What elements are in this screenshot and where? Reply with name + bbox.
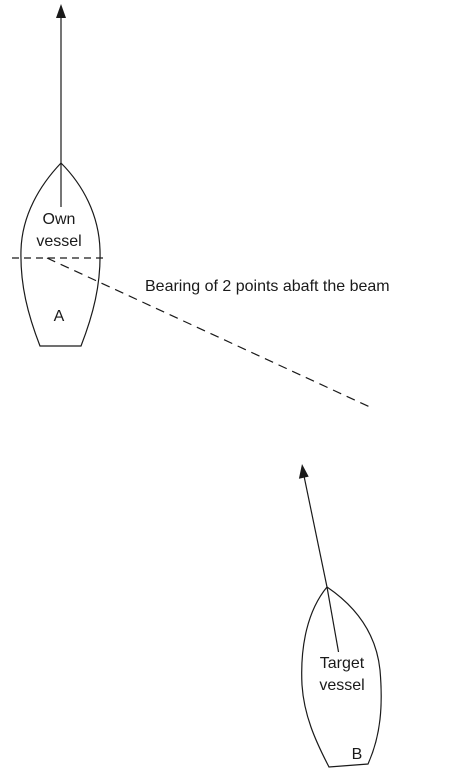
- own-vessel-marker: A: [54, 308, 65, 325]
- target-vessel-marker: B: [352, 746, 363, 763]
- target-vessel-label-line1: Target: [320, 655, 365, 672]
- own-label-bg: [34, 207, 88, 252]
- target-vessel-heading-line: [303, 475, 328, 588]
- arrow-up-icon: [56, 4, 66, 18]
- arrow-up-icon: [298, 464, 309, 479]
- target-vessel-hull: [301, 586, 382, 768]
- target-vessel-label-line2: vessel: [319, 677, 364, 694]
- own-vessel-hull: [20, 162, 101, 347]
- own-vessel-label-line1: Own: [43, 211, 76, 228]
- bearing-label: Bearing of 2 points abaft the beam: [145, 278, 390, 295]
- target-label-bg: [312, 652, 372, 698]
- own-vessel: Own vessel A: [12, 4, 104, 347]
- own-vessel-label-line2: vessel: [36, 233, 81, 250]
- target-vessel: Target vessel B: [298, 464, 382, 768]
